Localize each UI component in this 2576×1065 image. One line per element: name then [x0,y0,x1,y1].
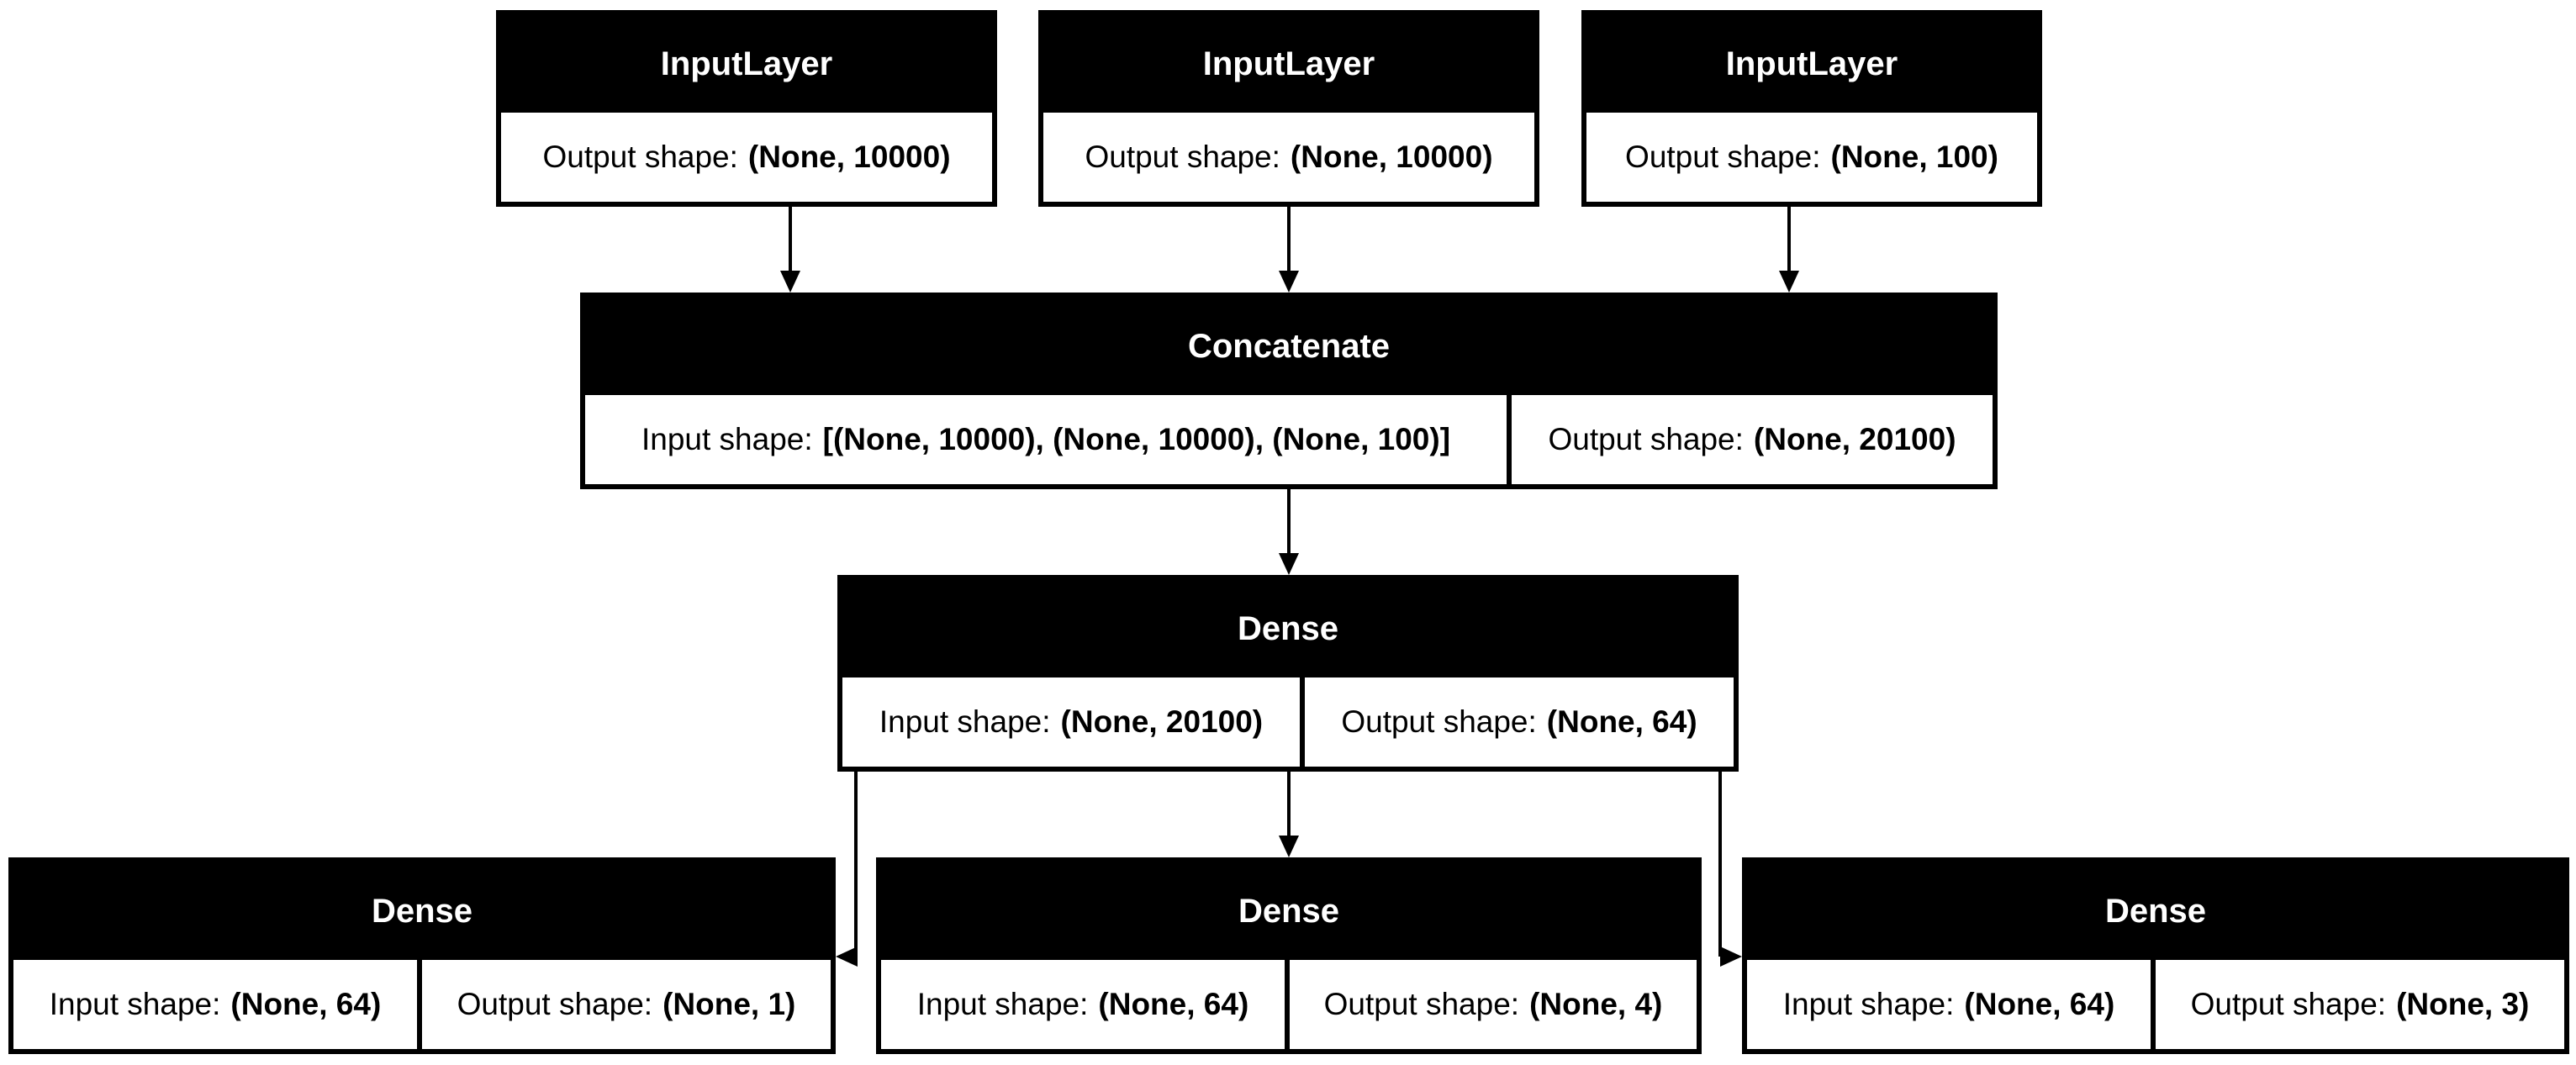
edge-input3-concat [1779,205,1799,293]
output-shape-cell: Output shape: (None, 4) [1290,960,1697,1049]
edge-dense-hidden-dense-out2 [1279,770,1299,857]
edge-dense-hidden-dense-out3 [1718,770,1742,967]
node-title: InputLayer [501,15,992,113]
field-label: Input shape: [1782,987,1955,1021]
field-value: (None, 64) [1098,987,1249,1021]
node-title: Dense [842,580,1734,677]
field-label: Output shape: [1548,422,1744,456]
field-label: Output shape: [2190,987,2387,1021]
edge-dense-hidden-dense-out1 [836,770,858,967]
node-title: Dense [881,862,1697,960]
field-value: (None, 1) [662,987,796,1021]
input-shape-cell: Input shape: [(None, 10000), (None, 10000… [585,395,1507,484]
node-input2: InputLayer Output shape: (None, 10000) [1038,10,1539,207]
field-label: Output shape: [1341,704,1537,739]
input-shape-cell: Input shape: (None, 64) [13,960,417,1049]
output-shape-cell: Output shape: (None, 64) [1305,677,1734,767]
node-input1: InputLayer Output shape: (None, 10000) [496,10,997,207]
edge-input1-concat [780,205,800,293]
output-shape-cell: Output shape: (None, 10000) [501,113,992,202]
field-value: (None, 64) [1546,704,1697,739]
field-value: [(None, 10000), (None, 10000), (None, 10… [822,422,1451,456]
node-dense-out1: Dense Input shape: (None, 64) Output shap… [8,857,836,1054]
node-input3: InputLayer Output shape: (None, 100) [1581,10,2042,207]
output-shape-cell: Output shape: (None, 3) [2156,960,2564,1049]
output-shape-cell: Output shape: (None, 10000) [1043,113,1534,202]
field-value: (None, 10000) [747,140,951,174]
node-title: Concatenate [585,298,1993,395]
field-label: Input shape: [49,987,221,1021]
edge-input2-concat [1279,205,1299,293]
node-dense-out3: Dense Input shape: (None, 64) Output shap… [1742,857,2569,1054]
field-value: (None, 3) [2396,987,2530,1021]
input-shape-cell: Input shape: (None, 64) [1747,960,2151,1049]
field-label: Input shape: [879,704,1051,739]
input-shape-cell: Input shape: (None, 64) [881,960,1285,1049]
node-dense-out2: Dense Input shape: (None, 64) Output shap… [876,857,1702,1054]
output-shape-cell: Output shape: (None, 1) [422,960,831,1049]
field-value: (None, 64) [1964,987,2115,1021]
node-title: InputLayer [1586,15,2037,113]
field-label: Output shape: [1323,987,1520,1021]
input-shape-cell: Input shape: (None, 20100) [842,677,1300,767]
field-label: Output shape: [1085,140,1280,174]
field-value: (None, 10000) [1290,140,1493,174]
node-title: Dense [1747,862,2564,960]
field-value: (None, 4) [1529,987,1663,1021]
node-title: Dense [13,862,831,960]
field-value: (None, 100) [1830,140,1998,174]
output-shape-cell: Output shape: (None, 20100) [1512,395,1993,484]
field-label: Output shape: [1625,140,1821,174]
field-value: (None, 20100) [1060,704,1264,739]
field-label: Input shape: [641,422,813,456]
edge-concat-dense-hidden [1279,488,1299,575]
field-label: Input shape: [916,987,1089,1021]
node-dense-hidden: Dense Input shape: (None, 20100) Output s… [837,575,1739,772]
output-shape-cell: Output shape: (None, 100) [1586,113,2037,202]
node-title: InputLayer [1043,15,1534,113]
node-concatenate: Concatenate Input shape: [(None, 10000), … [580,293,1998,489]
field-label: Output shape: [457,987,653,1021]
field-value: (None, 64) [230,987,382,1021]
field-label: Output shape: [542,140,738,174]
field-value: (None, 20100) [1753,422,1956,456]
